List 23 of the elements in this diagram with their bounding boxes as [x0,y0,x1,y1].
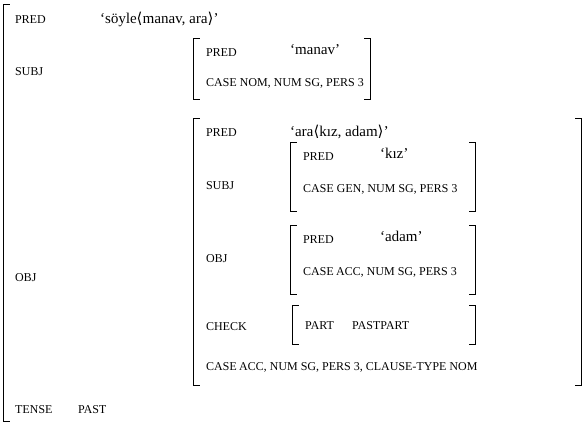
attribute-value: ‘manav’ [290,42,340,59]
feature-list: CASE NOM, NUM SG, PERS 3 [206,75,364,90]
attribute-name: PRED [15,12,46,27]
attribute-name: PRED [206,45,237,60]
attribute-name: SUBJ [206,178,234,193]
attribute-name: PAST [78,402,106,417]
attribute-name: PRED [303,149,334,164]
attribute-name: CHECK [206,319,247,334]
attribute-value: ‘söyle⟨manav, ara⟩’ [100,10,218,28]
attribute-value: ‘adam’ [380,229,422,246]
attribute-name: OBJ [15,270,36,285]
attribute-name: PRED [303,232,334,247]
attribute-name: OBJ [206,251,228,266]
attribute-name: PRED [206,125,237,140]
feature-list: CASE ACC, NUM SG, PERS 3 [303,264,457,279]
feature-list: CASE GEN, NUM SG, PERS 3 [303,181,458,196]
attribute-name: PASTPART [352,318,410,333]
attribute-value: ‘ara⟨kız, adam⟩’ [290,123,389,141]
attribute-name: SUBJ [15,64,44,79]
attribute-name: PART [305,318,334,333]
attribute-name: TENSE [15,402,52,417]
feature-list: CASE ACC, NUM SG, PERS 3, CLAUSE-TYPE NOM [206,359,478,374]
attribute-value: ‘kız’ [380,146,408,163]
